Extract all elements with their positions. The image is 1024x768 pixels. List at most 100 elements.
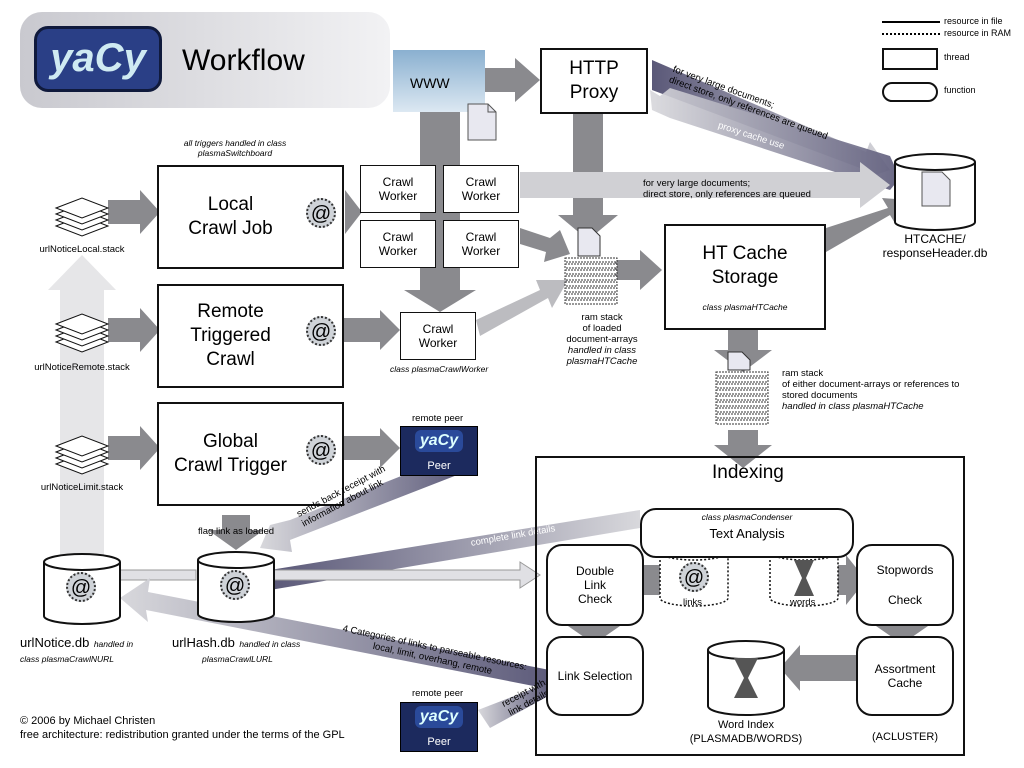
arrow-workers-ramstack	[520, 228, 570, 262]
triggers-note-line2: plasmaSwitchboard	[197, 148, 273, 158]
logo-text: yaCy	[50, 36, 146, 80]
legend-function-box	[882, 82, 938, 102]
worker1-line1: Crawl	[382, 175, 414, 189]
link-selection-label: Link Selection	[557, 669, 633, 683]
ram1-line1: ram stack	[581, 312, 623, 323]
word-index-label: Word Index (PLASMADB/WORDS)	[680, 718, 812, 746]
global-crawl-trigger-box: Global Crawl Trigger	[157, 402, 344, 506]
http-proxy-line1: HTTP	[569, 58, 619, 79]
at-icon-urlnotice: @	[66, 572, 96, 602]
urlhash-handled: handled in class	[239, 639, 301, 649]
local-crawl-line2: Crawl Job	[188, 218, 273, 239]
arrow-workers-htcache	[520, 162, 890, 208]
stop-line1: Stopwords	[876, 563, 934, 577]
crawl-worker-class-note: class plasmaCrawlWorker	[390, 364, 489, 374]
peer-logo-bottom: yaCy	[415, 706, 463, 728]
ram2-line3: stored documents	[782, 390, 858, 401]
worker5-line2: Worker	[418, 336, 458, 350]
indexing-box	[535, 456, 965, 756]
arrow-ram-storage	[615, 250, 662, 290]
footer-copyright: © 2006 by Michael Christen	[20, 715, 156, 727]
www-cloud	[393, 50, 485, 112]
peer-text-bottom: Peer	[427, 736, 451, 748]
double-line1: Double	[575, 564, 615, 578]
worker3-line2: Worker	[378, 244, 418, 258]
ht-cache-class: class plasmaHTCache	[702, 302, 788, 312]
remote-crawl-line3: Crawl	[206, 349, 255, 370]
assort-line2: Cache	[887, 676, 923, 690]
remote-peer-top[interactable]: yaCy Peer	[400, 426, 478, 476]
urlnotice-name: urlNotice.db	[20, 635, 90, 650]
arrow-global-peer	[340, 428, 400, 468]
hourglass-icon-words	[794, 560, 814, 596]
remote-peer-label-top: remote peer	[412, 413, 464, 424]
flag-note: flag link as loaded	[198, 526, 275, 537]
ram1-line2: of loaded	[582, 323, 622, 334]
worker5-line1: Crawl	[422, 322, 454, 336]
condenser-class: class plasmaCondenser	[701, 512, 793, 522]
worker4-line1: Crawl	[465, 230, 497, 244]
ram-stack2-note: ram stack of either document-arrays or r…	[782, 368, 959, 412]
peer-logo-top: yaCy	[415, 430, 463, 452]
remote-crawl-line1: Remote	[197, 301, 264, 322]
assortment-cache-box: Assortment Cache	[856, 636, 954, 716]
at-icon-urlhash: @	[220, 570, 250, 600]
yacy-logo: yaCy	[34, 26, 162, 92]
http-proxy-line2: Proxy	[569, 82, 619, 103]
arrow-notice-hash	[117, 569, 197, 581]
remote-peer-bottom[interactable]: yaCy Peer	[400, 702, 478, 752]
http-proxy-box: HTTP Proxy	[540, 48, 648, 114]
ram-stack-note: ram stack of loaded document-arrays hand…	[532, 312, 672, 367]
stack-label-remote: urlNoticeRemote.stack	[34, 362, 130, 373]
urlhash-db-label: urlHash.db handled in class plasmaCrawlL…	[172, 634, 300, 664]
ram1-line3: document-arrays	[566, 334, 638, 345]
arrow-categories	[120, 578, 560, 690]
global-crawl-line2: Crawl Trigger	[174, 455, 287, 476]
ram2-line2: of either document-arrays or references …	[782, 379, 960, 390]
arrow-stack-remote	[108, 308, 160, 352]
ht-cache-line2: Storage	[711, 267, 779, 288]
urlnotice-handled: handled in	[93, 639, 134, 649]
word-index-line2: (PLASMADB/WORDS)	[689, 733, 803, 745]
ram2-line1: ram stack	[782, 368, 824, 379]
arrow-worker-ramstack	[476, 280, 568, 336]
stopwords-check-box: Stopwords Check	[856, 544, 954, 626]
legend-thread-label: thread	[944, 52, 970, 62]
double-line2: Link	[583, 578, 606, 592]
arrow-assort-index	[780, 645, 860, 691]
at-icon-remote: @	[306, 316, 336, 346]
urlhash-class: plasmaCrawlLURL	[202, 654, 273, 664]
ram-stack-loaded	[564, 227, 618, 305]
arrow-receipt	[260, 452, 470, 552]
indexing-title: Indexing	[712, 462, 784, 483]
legend-file-label: resource in file	[944, 16, 1003, 26]
footer-license: free architecture: redistribution grante…	[20, 729, 345, 741]
assort-line1: Assortment	[874, 662, 936, 676]
ram1-line4: handled in class plasmaHTCache	[566, 345, 638, 367]
hourglass-icon-index	[734, 658, 758, 698]
www-label: WWW	[410, 75, 450, 91]
direct-note-line2: direct store, only references are queued	[643, 189, 811, 200]
direct-store-note: for very large documents; direct store, …	[643, 178, 811, 200]
arrow-ram2-indexing	[714, 430, 772, 468]
arrow-ta-stop	[836, 555, 866, 605]
worker3-line1: Crawl	[382, 230, 414, 244]
arrow-local-workers	[345, 190, 362, 234]
stack-icon-local	[54, 197, 110, 237]
local-crawl-line1: Local	[207, 194, 254, 215]
ram-stack-either	[715, 351, 769, 425]
triggers-note-line1: all triggers handled in class	[183, 138, 287, 148]
legend-thread-box	[882, 48, 938, 70]
word-index-line1: Word Index	[717, 719, 775, 731]
worker1-line2: Worker	[378, 189, 418, 203]
document-icon-www	[467, 103, 497, 141]
arrow-flag-down	[208, 515, 264, 550]
arrow-hash-double	[269, 561, 541, 589]
urlhash-name: urlHash.db	[172, 635, 235, 650]
remote-crawl-line2: Triggered	[190, 325, 271, 346]
htcache-db-line2: responseHeader.db	[882, 246, 988, 260]
stack-icon-limit	[54, 435, 110, 475]
worker2-line1: Crawl	[465, 175, 497, 189]
